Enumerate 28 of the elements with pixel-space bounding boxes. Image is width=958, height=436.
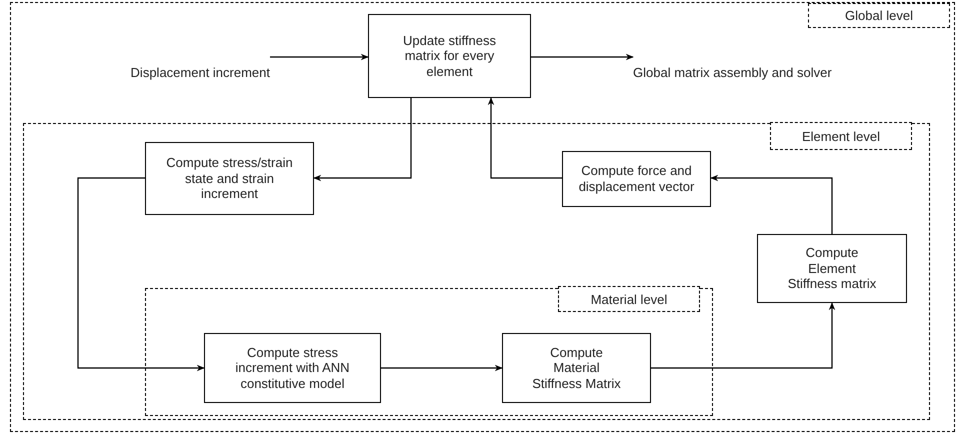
arrow <box>313 98 412 182</box>
arrow <box>270 54 369 60</box>
level-label: Material level <box>590 292 668 306</box>
step-text: Compute stress/strain state and strain increment <box>165 155 294 202</box>
arrow <box>651 302 836 369</box>
level-label: Global level <box>845 8 913 23</box>
process-box <box>145 142 314 215</box>
process-box <box>204 333 381 403</box>
arrow <box>381 364 503 372</box>
process-box <box>502 333 651 403</box>
step-text: Compute Element Stiffness matrix <box>786 245 878 292</box>
process-box <box>368 14 531 98</box>
level-label: Element level <box>802 128 880 144</box>
level-frame <box>23 123 930 420</box>
level-frame <box>145 288 713 416</box>
arrow <box>710 174 833 234</box>
level-frame <box>10 2 955 432</box>
process-box <box>757 234 907 303</box>
step-text: Compute Material Stiffness Matrix <box>531 344 622 392</box>
step-text: Update stiffness matrix for every element <box>402 32 497 80</box>
arrow <box>531 54 634 60</box>
step-text: Displacement increment <box>130 65 270 80</box>
arrow <box>77 177 205 372</box>
step-text: Compute stress increment with ANN constitutive model <box>234 344 351 392</box>
arrow <box>488 97 562 179</box>
step-text: Global matrix assembly and solver <box>633 65 832 80</box>
process-box <box>562 151 711 207</box>
step-text: Compute force and displacement vector <box>578 163 696 195</box>
